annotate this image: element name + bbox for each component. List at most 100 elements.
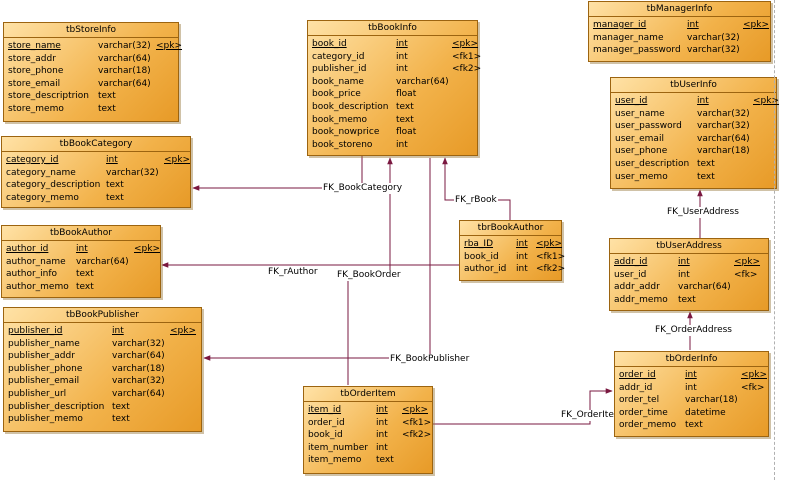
entity-title: tbBookInfo — [308, 21, 477, 36]
entity-title: tbBookPublisher — [4, 308, 201, 323]
page-boundary — [774, 0, 776, 480]
entity-title: tbBookAuthor — [2, 226, 160, 241]
label-fk-bookcategory: FK_BookCategory — [322, 183, 404, 194]
label-fk-rauthor: FK_rAuthor — [267, 267, 319, 278]
entity-title: tbStoreInfo — [4, 23, 178, 38]
entity-title: tbManagerInfo — [589, 2, 770, 17]
label-fk-orderitem: FK_OrderIte — [560, 410, 615, 421]
label-fk-bookpublisher: FK_BookPublisher — [389, 354, 471, 365]
label-fk-useraddress: FK_UserAddress — [666, 207, 740, 218]
entity-title: tbOrderItem — [304, 387, 432, 402]
line-fk-rbook — [442, 157, 511, 220]
entity-title: tbBookCategory — [2, 137, 190, 152]
entity-title: tbUserAddress — [610, 239, 768, 254]
label-fk-bookorder: FK_BookOrder — [336, 270, 402, 281]
label-fk-rbook: FK_rBook — [454, 195, 498, 206]
label-fk-orderaddress: FK_OrderAddress — [654, 325, 733, 336]
entity-title: tbOrderInfo — [615, 352, 768, 367]
line-fk-orderitem — [433, 388, 613, 425]
entity-title: tbUserInfo — [611, 78, 776, 93]
